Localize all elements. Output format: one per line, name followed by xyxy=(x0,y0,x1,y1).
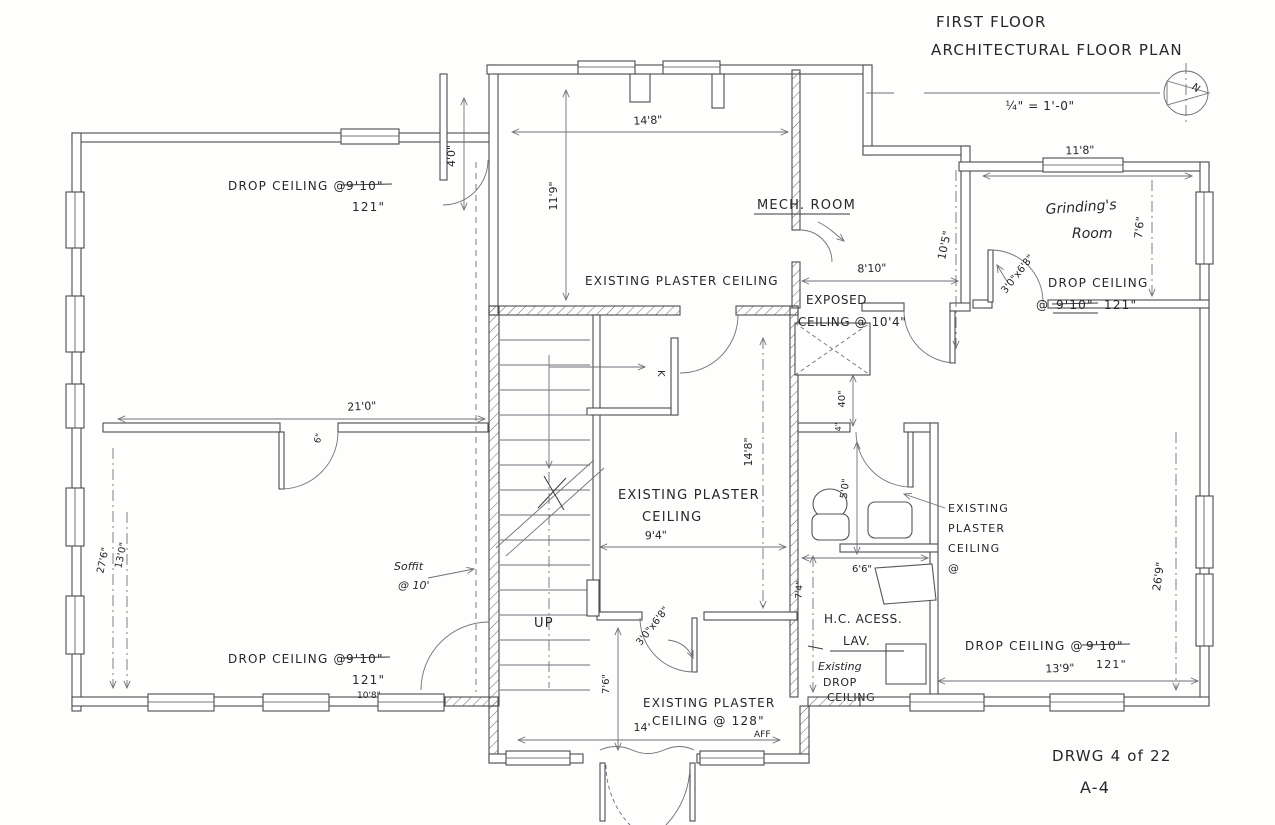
lav-ceiling-line3: CEILING xyxy=(827,691,875,704)
dim-mech-width: 8'10" xyxy=(857,261,887,275)
dim-sw-height-inner: 13'0" xyxy=(113,541,129,569)
window-symbols xyxy=(65,60,1214,766)
toilet-tank-icon xyxy=(811,513,850,541)
dim-lav-height: 7'4" xyxy=(794,580,805,599)
dim-se-width: 13'9" xyxy=(1045,661,1075,675)
leader-arrows xyxy=(341,183,1131,660)
entry-ceiling-line2: CEILING @ 128" xyxy=(652,714,765,728)
dim-sw-height-outer: 27'6" xyxy=(95,546,111,574)
title-line2: ARCHITECTURAL FLOOR PLAN xyxy=(931,41,1183,59)
lav-fixture-icon xyxy=(885,643,927,685)
se-drop-ceiling-struck: 9'10" xyxy=(1086,639,1124,653)
soffit-label-line2: @ 10' xyxy=(398,579,430,592)
bath-note-line4: @ xyxy=(948,562,960,575)
staircase xyxy=(495,339,647,691)
dim-entry-door: 3'0"x6'8" xyxy=(635,605,672,648)
lav-ceiling-line2: DROP xyxy=(823,676,857,689)
lav-sink-icon xyxy=(874,563,937,605)
bath-note-line2: PLASTER xyxy=(948,522,1005,535)
bath-note-line3: CEILING xyxy=(948,542,1000,555)
nw-drop-ceiling-struck: 9'10" xyxy=(346,179,384,193)
grinding-room-line2: Room xyxy=(1072,226,1113,242)
dim-grinding-height: 7'6" xyxy=(1132,216,1147,239)
door-symbols xyxy=(278,159,1044,825)
dim-grinding-width: 11'8" xyxy=(1065,143,1095,157)
entry-ceiling-line3: AFF xyxy=(754,730,771,740)
dim-bath-height: 5'0" xyxy=(839,478,852,499)
mech-room-label: MECH. ROOM xyxy=(757,198,856,213)
sw-drop-ceiling-revised: 121" xyxy=(352,673,385,687)
se-drop-ceiling-label: DROP CEILING @ xyxy=(965,639,1084,653)
interior-walls xyxy=(102,69,1210,707)
dim-top-room-width: 14'8" xyxy=(633,113,663,128)
sw-drop-ceiling-struck: 9'10" xyxy=(346,652,384,666)
se-drop-ceiling-revised: 121" xyxy=(1096,658,1127,671)
dimension-lines xyxy=(109,90,1198,750)
grinding-room-line1: Grinding's xyxy=(1045,197,1117,218)
ne-drop-ceiling-struck: 9'10" xyxy=(1056,298,1094,312)
sheet-code: A-4 xyxy=(1080,778,1110,797)
exposed-ceiling-line1: EXPOSED xyxy=(806,293,867,307)
dim-chase-height: 40" xyxy=(837,390,848,407)
room-annotations: DROP CEILING @ 9'10" 121" EXISTING PLAST… xyxy=(228,179,1148,740)
scale-label: ¼" = 1'-0" xyxy=(1005,99,1074,113)
dim-entry-height: 7'6" xyxy=(601,674,612,694)
ne-drop-ceiling-line1: DROP CEILING xyxy=(1048,276,1148,290)
dim-wall-offset: 6" xyxy=(313,432,325,444)
bath-sink-icon xyxy=(867,501,913,539)
stairs-up-label: UP xyxy=(534,616,554,631)
dim-lav-width: 6'6" xyxy=(852,564,872,575)
hall-ceiling-line1: EXISTING PLASTER xyxy=(618,488,760,503)
ne-drop-ceiling-revised: 121" xyxy=(1104,298,1137,312)
dim-vestibule-width: 4'0" xyxy=(445,145,458,167)
sw-drop-ceiling-note: 10'8" xyxy=(357,691,381,701)
soffit-label-line1: Soffit xyxy=(394,560,424,573)
dim-se-height: 26'9" xyxy=(1150,561,1167,592)
nw-drop-ceiling-revised: 121" xyxy=(352,200,385,214)
hall-ceiling-line2: CEILING xyxy=(642,510,702,525)
bath-note-line1: EXISTING xyxy=(948,502,1009,515)
dim-hall-height: 14'8" xyxy=(742,437,755,466)
dim-nw-width: 21'0" xyxy=(347,399,377,414)
north-letter: N xyxy=(1189,82,1202,95)
entry-ceiling-line1: EXISTING PLASTER xyxy=(643,696,775,710)
dim-mech-height: 10'5" xyxy=(935,230,954,261)
drawing-number: DRWG 4 of 22 xyxy=(1052,747,1172,765)
top-room-label: EXISTING PLASTER CEILING xyxy=(585,274,779,288)
ne-drop-ceiling-at: @ xyxy=(1036,298,1049,312)
exposed-ceiling-line2: CEILING @ 10'4" xyxy=(798,315,906,329)
bath-fixtures xyxy=(794,322,937,685)
lav-label-line2: LAV. xyxy=(843,634,870,648)
lav-label-line1: H.C. ACESS. xyxy=(824,612,902,626)
sw-drop-ceiling-label: DROP CEILING @ xyxy=(228,652,347,666)
nw-drop-ceiling-label: DROP CEILING @ xyxy=(228,179,347,193)
title-block: FIRST FLOOR ARCHITECTURAL FLOOR PLAN ¼" … xyxy=(866,13,1211,797)
dim-hall-width: 9'4" xyxy=(645,529,668,543)
title-line1: FIRST FLOOR xyxy=(936,13,1047,31)
dim-entry-width: 14' xyxy=(633,721,650,734)
north-arrow-icon: N xyxy=(1163,63,1211,123)
dim-bath-wall: 4" xyxy=(834,423,843,432)
dim-grinding-door: 3'0"x6'8" xyxy=(1000,253,1037,296)
stairs-tag: K xyxy=(655,370,666,377)
dim-top-room-height: 11'9" xyxy=(547,181,560,210)
lav-ceiling-line1: Existing xyxy=(818,660,862,673)
